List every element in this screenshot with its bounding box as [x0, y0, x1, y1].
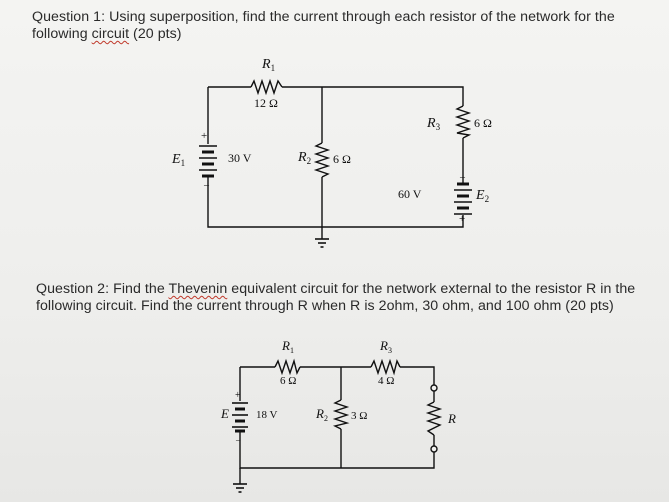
circuit-2-resistor-r1 — [274, 358, 301, 376]
circuit-1-ground-symbol — [315, 238, 329, 248]
question-1-points: (20 pts) — [129, 26, 182, 42]
circuit-1-battery-e1 — [199, 145, 217, 183]
circuit-1-resistor-r3 — [454, 105, 472, 139]
circuit-1-e2-value: 60 V — [398, 187, 422, 201]
circuit-1-e2-label: E2 — [475, 188, 489, 204]
question-1-line-2: following circuit (20 pts) — [32, 26, 652, 43]
spellcheck-word-thevenin: Thevenin — [168, 281, 228, 297]
circuit-2-terminal-top — [430, 384, 438, 392]
circuit-2-r2-label: R2 — [315, 406, 328, 423]
question-2-text: Question 2: Find the Thevenin equivalent… — [36, 281, 661, 315]
circuit-1-e1-label: E1 — [171, 152, 185, 168]
circuit-2-r1-value: 6 Ω — [280, 375, 296, 387]
question-1-line-1: Question 1: Using superposition, find th… — [32, 9, 615, 25]
circuit-2-ground-symbol — [233, 483, 247, 493]
circuit-1-r1-value: 12 Ω — [254, 96, 278, 110]
question-2-line-2: following circuit. Find the current thro… — [36, 298, 614, 314]
circuit-2-e-label: E — [220, 406, 229, 421]
circuit-2-r2-value: 3 Ω — [351, 410, 367, 422]
circuit-2-e-minus: – — [235, 435, 241, 445]
spellcheck-word-circuit: circuit — [91, 26, 130, 42]
circuit-2-r3-value: 4 Ω — [378, 375, 394, 387]
circuit-2-resistor-r-load — [425, 401, 443, 436]
circuit-1-resistor-r2 — [313, 142, 331, 178]
circuit-2-r-load-label: R — [447, 411, 456, 426]
circuit-1-r3-value: 6 Ω — [474, 116, 492, 130]
circuit-2-e-value: 18 V — [256, 409, 278, 421]
question-1-text: Question 1: Using superposition, find th… — [32, 9, 652, 43]
circuit-1-r2-value: 6 Ω — [333, 152, 351, 166]
question-2-line-1: Question 2: Find the Thevenin equivalent… — [36, 281, 661, 298]
question-1-line-2-start: following — [32, 26, 92, 42]
question-2-line-1-end: equivalent circuit for the network exter… — [227, 281, 636, 297]
circuit-2-battery-e — [232, 402, 248, 433]
circuit-1-e1-minus: – — [203, 180, 210, 191]
circuit-1-r3-label: R3 — [426, 116, 441, 132]
question-2-line-1-start: Question 2: Find the — [36, 281, 169, 297]
circuit-1-r2-label: R2 — [297, 150, 311, 166]
circuit-1-resistor-r1 — [250, 78, 283, 96]
circuit-1-battery-e2 — [454, 182, 472, 215]
circuit-2-r3-label: R3 — [379, 338, 392, 355]
circuit-1-e1-value: 30 V — [228, 151, 252, 165]
circuit-1-e2-plus: + — [459, 213, 465, 225]
circuit-1-r1-label: R1 — [261, 57, 275, 73]
circuit-2-terminal-bottom — [430, 445, 438, 453]
circuit-2-r1-label: R1 — [281, 338, 294, 355]
circuit-2-resistor-r3 — [370, 358, 401, 376]
circuit-2-e-plus: + — [235, 390, 241, 401]
circuit-1-e2-minus: – — [459, 172, 466, 183]
circuit-2-resistor-r2 — [332, 399, 350, 430]
circuit-1-e1-plus: + — [201, 130, 207, 142]
